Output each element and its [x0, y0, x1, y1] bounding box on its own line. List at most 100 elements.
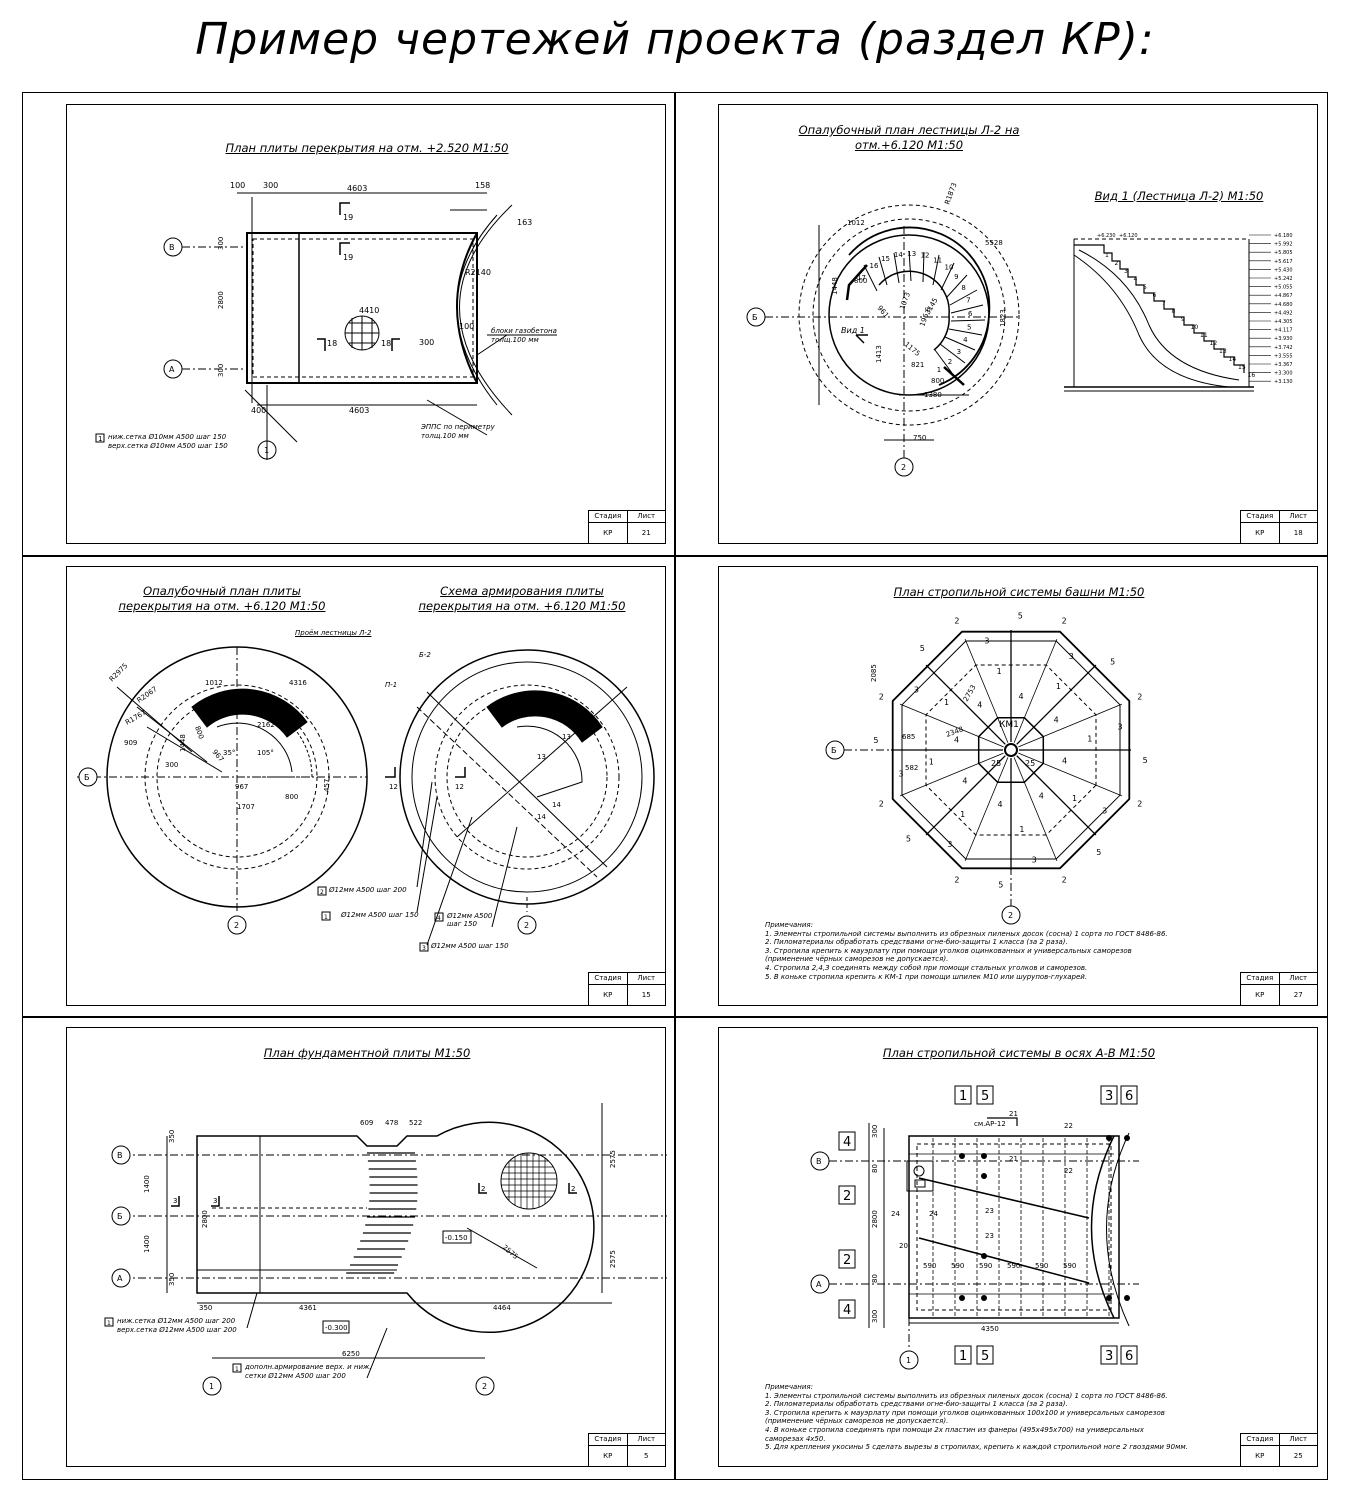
- step-number: 16: [870, 262, 879, 270]
- view-title: Вид 1 (Лестница Л-2) М1:50: [1094, 189, 1264, 203]
- dim-300-top: 300: [871, 1125, 879, 1138]
- dim-4410: 4410: [359, 306, 379, 315]
- rafter-mark: 4: [977, 700, 982, 709]
- mark-21a: 21: [1009, 1110, 1018, 1118]
- mesh-mark: 1: [98, 435, 102, 443]
- connection-dot: [959, 1295, 965, 1301]
- section-19a: 19: [343, 213, 353, 222]
- dim-300-inner: 300: [419, 338, 434, 347]
- dim-2162: 2162: [257, 721, 275, 729]
- notes: Примечания: 1. Элементы стропильной сист…: [765, 1383, 1188, 1452]
- connection-dot: [981, 1173, 987, 1179]
- svg-text:2: 2: [320, 889, 324, 896]
- dim-1012: 1012: [847, 219, 865, 227]
- notes: Примечания: 1. Элементы стропильной сист…: [765, 921, 1168, 981]
- sheet-slab-formwork-6120: Опалубочный план плиты перекрытия на отм…: [66, 566, 666, 1006]
- rafter-mark: 1: [997, 667, 1002, 676]
- opening-label: Проём лестницы Л-2: [295, 629, 372, 637]
- svg-text:2800: 2800: [217, 291, 225, 309]
- mesh-top-label: верх.сетка Ø10мм А500 шаг 150: [108, 442, 228, 450]
- side-step-number: 15: [1238, 364, 1246, 371]
- dim-100: 100: [230, 181, 245, 190]
- dim-r2067: R2067: [136, 685, 159, 705]
- rafter-mark: 1: [1072, 794, 1077, 803]
- rafter-mark: 5: [906, 834, 911, 843]
- step-number: 14: [894, 251, 903, 259]
- axis-tag-box: [1100, 1345, 1118, 1365]
- dim-4603-bottom: 4603: [349, 406, 369, 415]
- sheet-number: 21: [641, 529, 651, 537]
- mark-13b: 13: [562, 733, 571, 741]
- rafter-mark: 3: [914, 685, 919, 694]
- level-label: +5.055: [1274, 285, 1293, 291]
- side-step-number: 16: [1248, 372, 1256, 379]
- rafter-mark: 5: [920, 644, 925, 653]
- dim-80-bottom: 80: [871, 1274, 879, 1283]
- rafter-mark: 5: [1143, 756, 1148, 765]
- sheet-number: 5: [644, 1452, 649, 1460]
- side-step-number: 3: [1124, 268, 1128, 275]
- rafter-mark: 2: [1062, 875, 1067, 884]
- frame-divider-row1: [22, 555, 1328, 557]
- rafter-mark: 5: [998, 881, 1003, 890]
- rafter-mark: 4: [962, 777, 967, 786]
- dim-3145: 3145: [924, 297, 940, 316]
- rafter-mark: 3: [1118, 722, 1123, 731]
- mark-24a: 24: [891, 1210, 900, 1218]
- mark-23a: 23: [985, 1207, 994, 1215]
- connection-dot: [1106, 1135, 1112, 1141]
- mark-12a: 12: [389, 783, 398, 791]
- level-label: +6.180: [1274, 233, 1293, 239]
- axis-a: А: [816, 1280, 822, 1289]
- rafter-mark: 5: [1018, 611, 1023, 620]
- sheet-title-line2: отм.+6.120 М1:50: [854, 138, 964, 152]
- title-left-line2: перекрытия на отм. +6.120 М1:50: [118, 599, 326, 613]
- step-number: 5: [967, 323, 971, 331]
- sheet-title: План плиты перекрытия на отм. +2.520 М1:…: [225, 141, 509, 155]
- title-left-line1: Опалубочный план плиты: [143, 584, 301, 598]
- dim-522: 522: [409, 1119, 422, 1127]
- rafter-mark: 5: [873, 736, 878, 745]
- level-label: +3.130: [1274, 379, 1293, 385]
- dim-478: 478: [385, 1119, 398, 1127]
- axis-tag-label: 2: [843, 1189, 851, 1204]
- axis-tag-label: 3: [1105, 1089, 1113, 1104]
- dim-80-top: 80: [871, 1164, 879, 1173]
- dim-821: 821: [911, 361, 924, 369]
- top-level-a: +6.230: [1097, 233, 1116, 239]
- dim-1448: 1448: [831, 277, 839, 295]
- sheet-number: 15: [641, 991, 651, 999]
- step-number: 15: [881, 255, 890, 263]
- level-label: +3.367: [1274, 362, 1293, 368]
- dim-r1873: R1873: [943, 182, 958, 206]
- mark-22b: 22: [1064, 1167, 1073, 1175]
- step-number: 10: [945, 263, 954, 271]
- dim-2753: 2753: [962, 684, 978, 703]
- connection-dot: [1106, 1295, 1112, 1301]
- mark-21b: 21: [1009, 1155, 1018, 1163]
- rafter-mark: 5: [1110, 658, 1115, 667]
- span-dim: 590: [979, 1262, 992, 1270]
- side-step-number: 9: [1181, 316, 1185, 323]
- dim-4603-top: 4603: [347, 184, 367, 193]
- level-minus-0300: -0.300: [325, 1324, 348, 1332]
- axis-tag-box: [838, 1249, 856, 1269]
- sheet-stair-formwork: Опалубочный план лестницы Л-2 на отм.+6.…: [718, 104, 1318, 544]
- side-step-number: 6: [1153, 292, 1157, 299]
- level-label: +4.117: [1274, 328, 1293, 334]
- sheet-number: 18: [1293, 529, 1303, 537]
- dim-20: 20: [899, 1242, 908, 1250]
- rafter-mark: 4: [1062, 757, 1067, 766]
- rafter: [1013, 757, 1058, 862]
- rafter-mark: 3: [984, 637, 989, 646]
- svg-text:300: 300: [217, 237, 225, 250]
- rafter-mark: 5: [1096, 848, 1101, 857]
- dim-685: 685: [902, 733, 915, 741]
- dim-800b: 800: [931, 377, 944, 385]
- mark-12b: 12: [455, 783, 464, 791]
- step-number: 2: [948, 358, 952, 366]
